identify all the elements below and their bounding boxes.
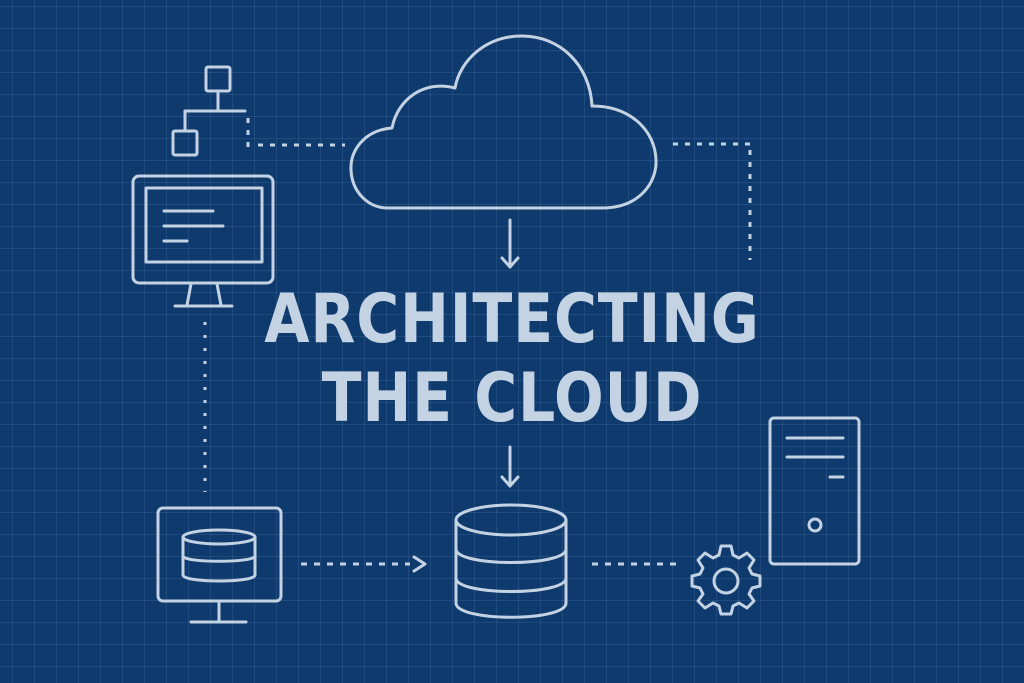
cloud-icon [349,34,658,210]
arrow-cloud-to-title [500,218,520,269]
dotted-connector-cloud-right [673,142,752,260]
dotted-connector-hierarchy-cloud [246,118,345,148]
database-icon [454,503,568,619]
hierarchy-icon [171,65,247,157]
title-line-2: THE CLOUD [321,359,703,438]
monitor-icon [131,174,275,308]
database-monitor-icon [156,506,283,624]
title-line-1: ARCHITECTING [264,280,760,359]
server-icon [768,416,861,566]
dotted-arrow-dbmonitor-database [301,555,427,573]
gear-icon [690,544,762,616]
arrow-title-to-database [500,445,520,488]
